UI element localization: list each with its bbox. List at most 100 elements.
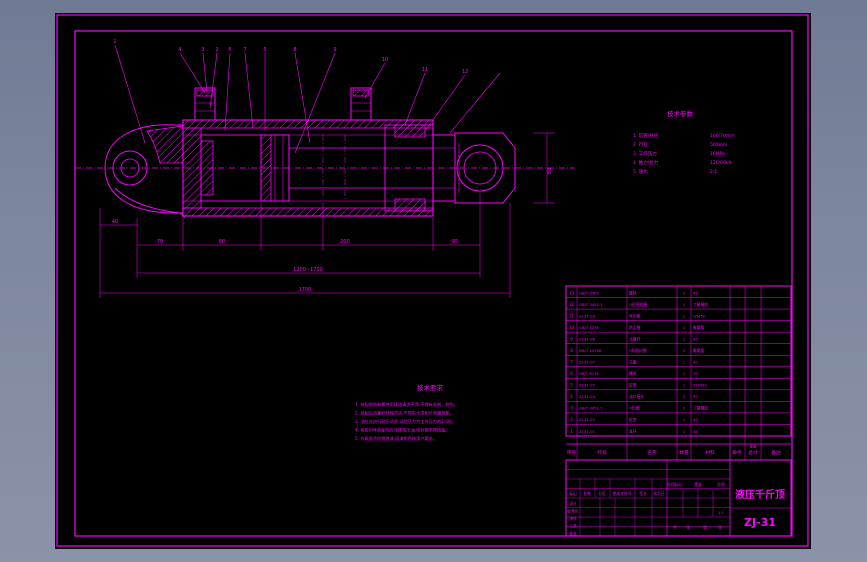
front-eye (454, 132, 516, 204)
bom-cell-name: 导向套 (629, 313, 641, 318)
bom-header-cell: 材料 (705, 449, 715, 456)
bom-cell-qty: 1 (683, 302, 686, 307)
bom-cell-qty: 1 (683, 417, 686, 422)
tech-specs-heading: 技术参数 (667, 109, 694, 118)
sign-label: 设计 (569, 501, 577, 506)
sign-label: 标准化 (567, 509, 579, 514)
stage-label: 阶段标记 (667, 482, 682, 487)
stage-label: 重量 (694, 482, 702, 487)
bom-cell-qty: 2 (683, 348, 686, 353)
bom-cell-name: 防尘圈 (629, 325, 641, 330)
bom-cell-qty: 1 (683, 360, 686, 365)
title-block: 标记处数分区更改文件号签名年月日设计标准化审核工艺批准阶段标记重量比例1:1共张… (565, 459, 792, 537)
bom-cell-code: ZJ-31-01 (579, 429, 596, 434)
bom-weight-header: 重量 (750, 444, 758, 449)
title-row-label: 签名 (639, 491, 647, 496)
bom-header-cell: 单件 (732, 449, 742, 456)
cylinder-cap (182, 127, 262, 209)
part-balloon-label: 8 (293, 47, 296, 53)
bom-cell-no: 4 (570, 394, 573, 399)
bom-cell-no: 7 (570, 360, 573, 365)
bom-header-cell: 备注 (771, 449, 781, 456)
piston-rod-internal (289, 135, 433, 201)
piston (260, 134, 290, 202)
part-leaders (114, 44, 501, 154)
bom-cell-no: 3 (570, 406, 573, 411)
bom-cell-code: GB/T 5782 (579, 290, 600, 295)
part-balloon-label: 5 (263, 47, 266, 53)
bom-cell-no: 8 (570, 348, 573, 353)
spec-value: 100/70mm (710, 133, 735, 139)
spec-label: 5. 速比 (633, 168, 648, 175)
dim-d6: 80 (547, 168, 553, 174)
bom-cell-no: 13 (569, 290, 575, 295)
bom-cell-material: 45 (693, 429, 698, 434)
bom-header-cell: 总计 (748, 449, 758, 456)
bom-cell-material: 27SiMn (693, 383, 708, 388)
bom-cell-name: O形密封圈 (629, 302, 647, 307)
title-row-label: 更改文件号 (613, 491, 632, 496)
sheet-label: 张 (686, 524, 690, 530)
part-balloon-label: 9 (333, 47, 336, 53)
product-name: 液压千斤顶 (735, 488, 785, 501)
bom-cell-material: 聚氨酯 (693, 325, 705, 330)
title-row-label: 年月日 (653, 491, 665, 496)
bom-cell-material: 45 (693, 290, 698, 295)
bom-cell-code: GB/T 3452.1 (579, 302, 603, 307)
scale-value: 1:1 (718, 510, 725, 515)
bom-header-cell: 数量 (679, 449, 689, 456)
spec-label: 4. 推力/拉力 (633, 159, 659, 166)
drawing-number: ZJ-31 (744, 516, 776, 529)
part-balloon-label: 7 (243, 47, 246, 53)
rear-eye-clevis (104, 124, 186, 219)
bom-cell-name: 缸筒 (629, 383, 637, 388)
bom-cell-code: ZJ-31-02 (579, 417, 596, 422)
stage-label: 比例 (717, 482, 725, 487)
bom-cell-name: 耳环 (629, 429, 637, 434)
bom-cell-name: 缸底 (629, 417, 637, 422)
part-balloon-label: 12 (462, 69, 468, 75)
tech-requirements-block: 技术要求 1. 装配前所有零件用煤油清洗干净,不得有毛刺、划伤。2. 装配后活塞… (355, 383, 458, 442)
bom-cell-code: GB/T 10708 (579, 348, 602, 353)
bom-cell-material: 45 (693, 336, 698, 341)
dim-overall: 1700 (299, 287, 312, 293)
bom-cell-qty: 2 (683, 394, 686, 399)
tech-requirement-item: 1. 装配前所有零件用煤油清洗干净,不得有毛刺、划伤。 (355, 401, 458, 408)
bom-cell-material: 丁腈橡胶 (693, 302, 708, 307)
part-balloon-label: 2 (215, 47, 218, 53)
spec-label: 1. 缸径/杆径 (633, 132, 659, 139)
bom-cell-no: 12 (569, 302, 575, 307)
title-row-label: 标记 (569, 491, 577, 496)
bom-cell-code: GB/T 6170 (579, 371, 600, 376)
bom-cell-qty: 1 (683, 325, 686, 330)
bom-cell-name: O形圈 (629, 406, 640, 411)
part-balloon-label: 4 (178, 47, 181, 53)
dim-d4: 95 (452, 239, 458, 245)
bom-cell-code: ZJ-31-09 (579, 313, 596, 318)
bom-cell-no: 9 (570, 336, 573, 341)
part-balloon-label: 10 (382, 57, 388, 63)
bom-cell-code: ZJ-31-04 (579, 394, 596, 399)
outer-border (56, 14, 809, 547)
tech-requirement-item: 4. 各密封件装配时应涂抹液压油,密封圈不得扭曲。 (355, 427, 450, 434)
dimension-texts: 40 70 80 200 95 1200~1700 1700 80 (112, 168, 553, 293)
tech-requirements-heading: 技术要求 (417, 383, 444, 392)
bom-cell-no: 10 (569, 325, 575, 330)
bom-cell-qty: 2 (683, 406, 686, 411)
sign-label: 工艺 (569, 524, 577, 529)
bom-cell-code: GB/T 1235 (579, 325, 600, 330)
dim-d3: 200 (340, 239, 350, 245)
extension-lines (99, 193, 511, 298)
bom-cell-code: ZJ-31-08 (579, 336, 596, 341)
bom-cell-no: 2 (570, 417, 573, 422)
bom-cell-name: Y形密封圈 (629, 348, 647, 353)
dim-d1: 70 (157, 239, 163, 245)
bom-cell-name: 螺栓 (629, 290, 637, 295)
spec-label: 2. 行程 (633, 141, 648, 148)
spec-value: 120/60kN (710, 160, 732, 166)
bom-cell-code: ZJ-31-05 (579, 383, 596, 388)
